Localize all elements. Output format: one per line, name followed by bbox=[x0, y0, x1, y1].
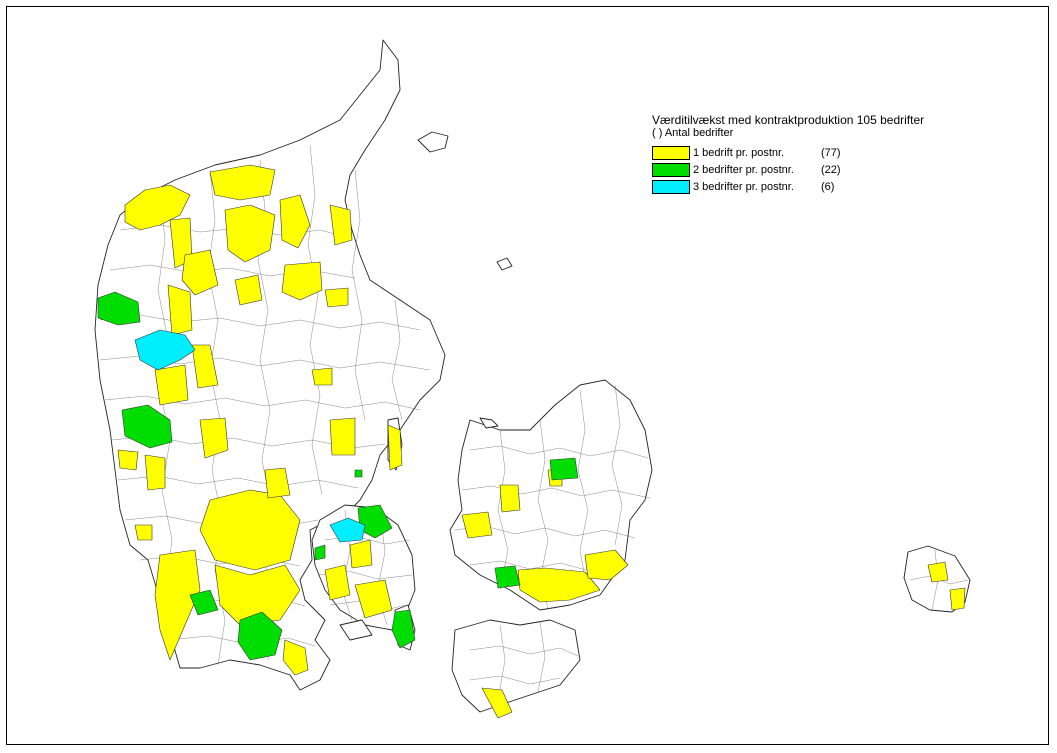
lolland-falster-landmass bbox=[451, 619, 581, 713]
legend-title: Værditilvækst med kontraktproduktion 105… bbox=[652, 113, 925, 127]
island-aeroe bbox=[339, 619, 373, 641]
island-small-east bbox=[479, 417, 499, 429]
regions-two-farms bbox=[97, 291, 579, 661]
legend-item-one-farm: 1 bedrift pr. postnr. (77) bbox=[652, 144, 924, 161]
legend-item-three-farms: 3 bedrifter pr. postnr. (6) bbox=[652, 178, 924, 195]
legend-swatch-cyan bbox=[652, 179, 690, 194]
legend-count: (6) bbox=[821, 180, 835, 193]
legend-item-two-farms: 2 bedrifter pr. postnr. (22) bbox=[652, 161, 924, 178]
legend-count: (77) bbox=[821, 146, 841, 159]
regions-three-farms bbox=[134, 329, 366, 543]
island-small-north bbox=[496, 257, 513, 271]
island-anholt bbox=[417, 131, 449, 153]
legend-label: 1 bedrift pr. postnr. bbox=[693, 146, 785, 159]
legend-label: 3 bedrifter pr. postnr. bbox=[693, 180, 794, 193]
legend-count: (22) bbox=[821, 163, 841, 176]
legend-swatch-yellow bbox=[652, 145, 690, 160]
legend-swatch-green bbox=[652, 162, 690, 177]
legend-label: 2 bedrifter pr. postnr. bbox=[693, 163, 794, 176]
regions-one-farm bbox=[117, 164, 966, 719]
legend-subtitle: ( ) Antal bedrifter bbox=[652, 127, 734, 139]
map-legend: Værditilvækst med kontraktproduktion 105… bbox=[652, 113, 924, 195]
